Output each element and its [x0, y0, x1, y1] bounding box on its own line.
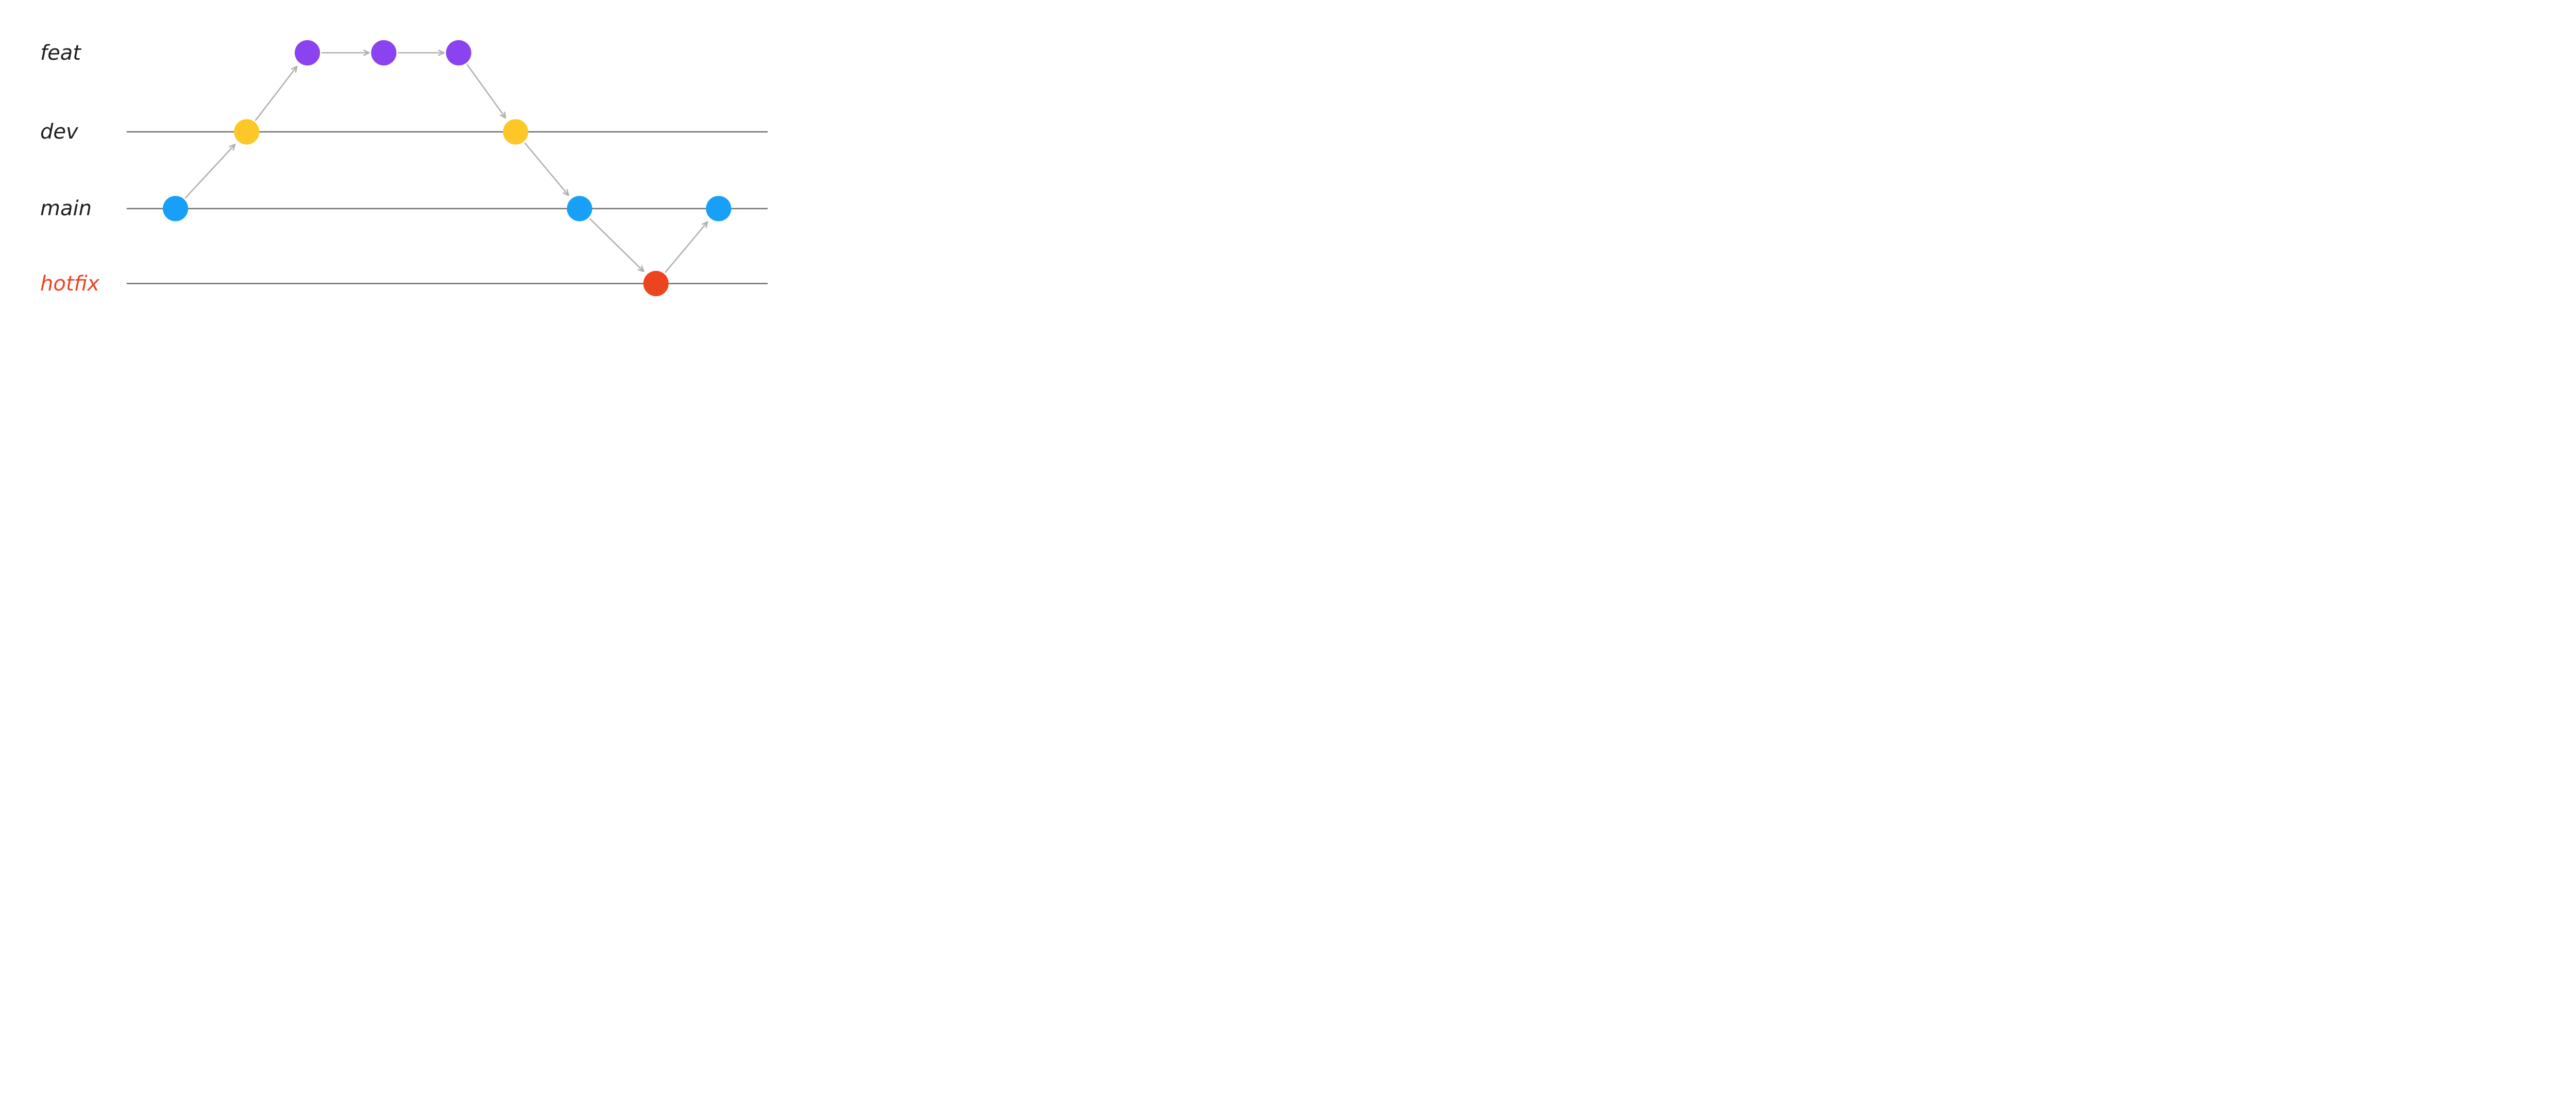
branch-label-hotfix: hotfix [40, 271, 100, 296]
branch-label-main: main [40, 197, 92, 220]
arrowhead-f3-d2 [503, 111, 506, 119]
arrowhead-h1-m3 [701, 221, 708, 225]
commit-arrow-d1-f1 [255, 65, 298, 121]
arrowhead-m2-h1 [641, 265, 645, 272]
commit-node-f2 [371, 40, 397, 66]
arrowhead-h1-m3 [705, 221, 708, 228]
commit-node-h1 [643, 270, 669, 297]
arrowhead-d1-f1 [295, 65, 298, 73]
branch-label-feat: feat [40, 41, 81, 65]
commit-node-d2 [503, 119, 529, 145]
commit-node-m3 [706, 196, 732, 221]
arrowhead-d2-m2 [566, 189, 569, 196]
commit-node-m2 [567, 196, 592, 221]
arrowhead-d2-m2 [563, 192, 569, 196]
commit-arrow-f3-d2 [466, 64, 506, 119]
git-branch-diagram: feat dev main hotfix [0, 0, 808, 337]
arrowhead-f1-f2 [363, 49, 370, 54]
commit-arrow-m2-h1 [589, 218, 645, 272]
arrowhead-d1-f1 [291, 65, 298, 70]
commit-node-f1 [295, 40, 320, 66]
arrowhead-f2-f3 [438, 52, 445, 56]
git-graph-svg [126, 40, 768, 297]
commit-arrow-m1-d1 [184, 144, 236, 199]
branch-label-dev: dev [40, 120, 78, 144]
commit-node-m1 [163, 196, 189, 221]
arrowhead-f3-d2 [500, 114, 506, 119]
arrowhead-m2-h1 [637, 269, 645, 272]
commit-arrow-h1-m3 [665, 221, 708, 273]
arrowhead-f2-f3 [438, 49, 445, 54]
arrowhead-m1-d1 [232, 144, 236, 151]
commit-node-f3 [446, 40, 471, 66]
commit-node-d1 [234, 119, 260, 145]
arrowhead-f1-f2 [363, 52, 370, 56]
commit-arrow-d2-m2 [524, 142, 569, 196]
arrowhead-m1-d1 [229, 144, 236, 147]
